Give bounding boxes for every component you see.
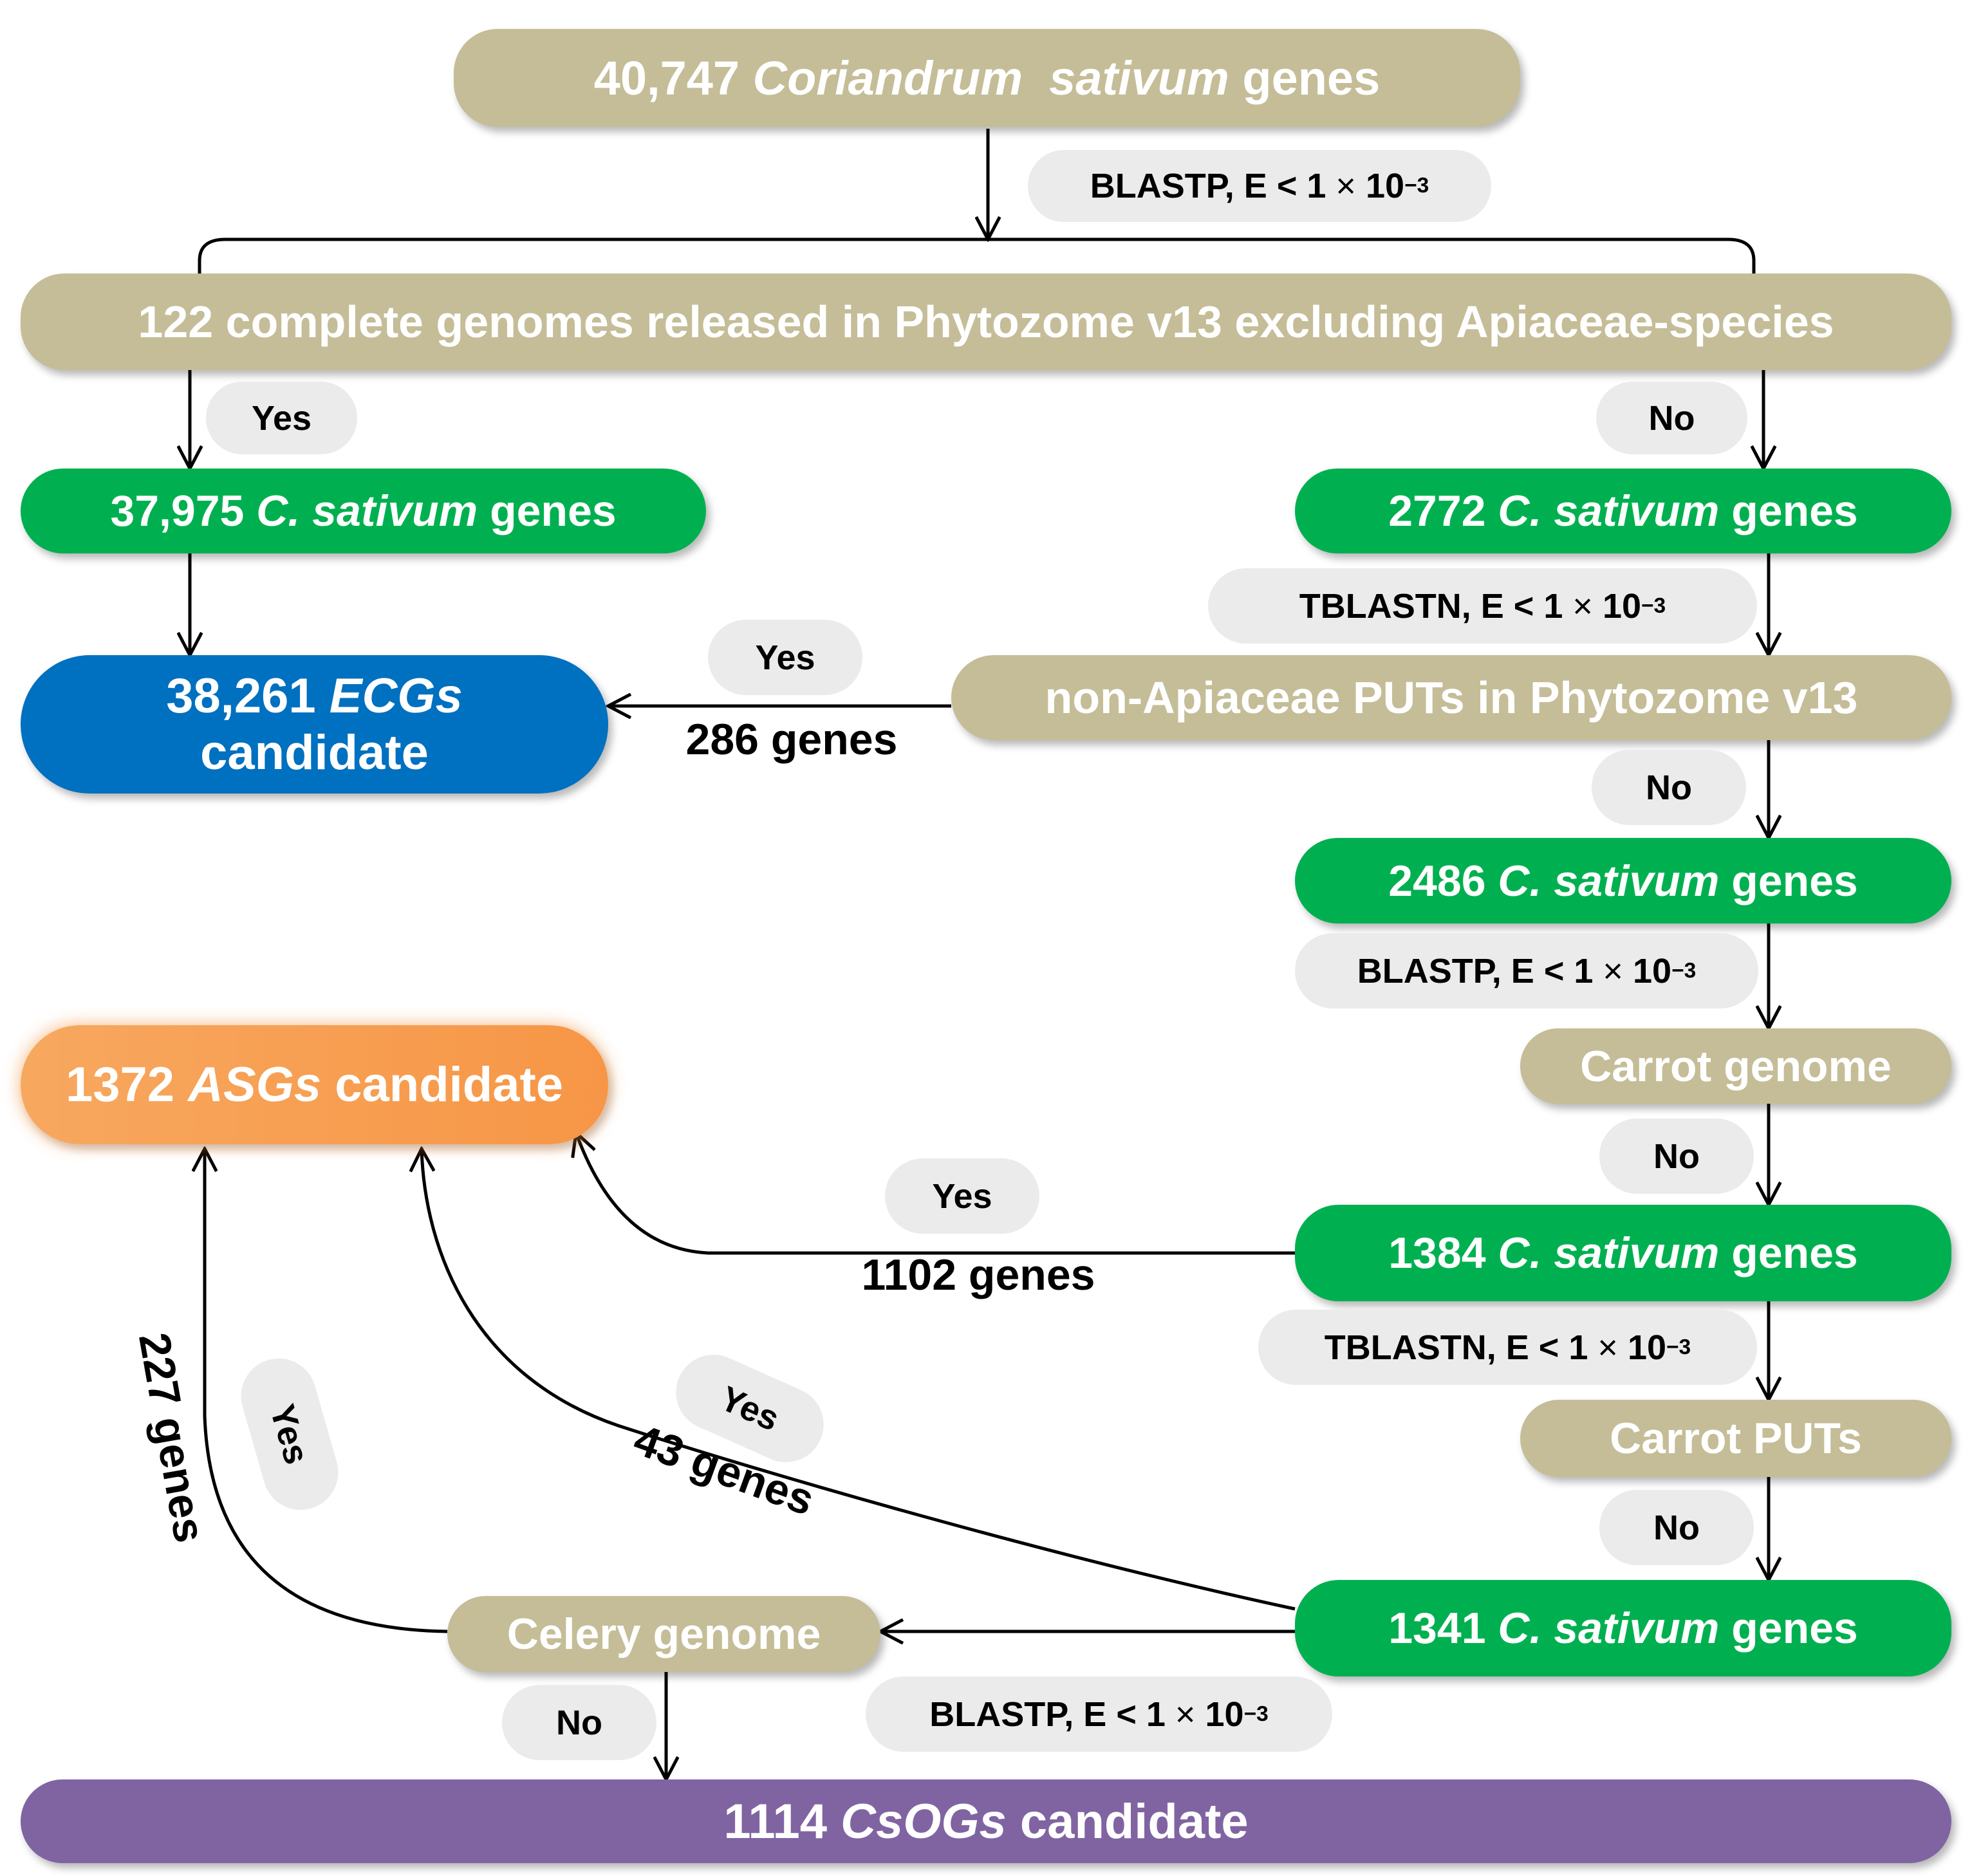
method-blastp-2-prefix: BLASTP, E < 1	[1357, 951, 1594, 990]
node-ecg-count: 38,261	[166, 669, 316, 724]
node-ecg-line1: 38,261 ECGs	[166, 668, 463, 724]
node-asg-candidate: 1372 ASGs candidate	[21, 1025, 608, 1144]
node-puts-label: non-Apiaceae PUTs in Phytozome v13	[1045, 673, 1858, 723]
node-ecg-candidate: 38,261 ECGs candidate	[21, 655, 608, 794]
node-2486-genes: 2486 C. sativum genes	[1295, 838, 1951, 924]
node-root-suffix: genes	[1242, 51, 1381, 105]
node-1341-count: 1341	[1388, 1604, 1486, 1653]
node-2772-count: 2772	[1388, 487, 1486, 535]
answer-no-phytozome: No	[1596, 382, 1747, 454]
node-1341-species: C. sativum	[1498, 1604, 1720, 1653]
node-csog-count: 1114	[723, 1794, 827, 1849]
node-37975-count: 37,975	[110, 487, 245, 535]
method-blastp-2-times: ×	[1603, 951, 1623, 990]
method-tblastn-1: TBLASTN, E < 1 × 10−3	[1208, 568, 1757, 644]
bracket-phytozome	[198, 237, 1756, 274]
node-37975-species: C. sativum	[256, 487, 478, 535]
answer-no-celery: No	[502, 1685, 656, 1760]
node-ecg-name: ECGs	[329, 669, 463, 724]
answer-no-carrot-puts: No	[1599, 1490, 1754, 1565]
method-blastp-1-base: 10	[1365, 167, 1405, 205]
node-carrot-genome: Carrot genome	[1520, 1028, 1951, 1104]
method-tblastn-2-exp: −3	[1666, 1335, 1691, 1359]
method-tblastn-1-prefix: TBLASTN, E < 1	[1299, 586, 1563, 626]
node-asg-suffix: candidate	[335, 1057, 564, 1112]
node-celery-genome: Celery genome	[447, 1596, 880, 1672]
method-blastp-1: BLASTP, E < 1 × 10−3	[1028, 150, 1491, 222]
node-2772-genes: 2772 C. sativum genes	[1295, 469, 1951, 553]
method-blastp-3-base: 10	[1205, 1695, 1244, 1734]
answer-yes-phytozome: Yes	[206, 382, 357, 454]
node-csog-suffix: candidate	[1019, 1794, 1249, 1849]
method-tblastn-2-base: 10	[1627, 1328, 1667, 1367]
method-tblastn-1-exp: −3	[1641, 593, 1666, 618]
node-37975-genes: 37,975 C. sativum genes	[21, 469, 706, 553]
node-nonapiaceae-puts: non-Apiaceae PUTs in Phytozome v13	[951, 655, 1951, 740]
node-root-count: 40,747	[593, 51, 740, 105]
method-blastp-3-times: ×	[1175, 1695, 1196, 1734]
method-blastp-3-prefix: BLASTP, E < 1	[929, 1695, 1166, 1734]
arrow-celery-to-asg	[205, 1149, 448, 1633]
node-asg-count: 1372	[65, 1057, 175, 1112]
node-phytozome-label: 122 complete genomes released in Phytozo…	[138, 297, 1834, 347]
node-1341-genes: 1341 C. sativum genes	[1295, 1580, 1951, 1676]
node-37975-suffix: genes	[490, 487, 617, 535]
node-root-genes: 40,747 Coriandrum sativum genes	[454, 29, 1520, 127]
node-csog-candidate: 1114 CsOGs candidate	[21, 1779, 1951, 1863]
node-1384-suffix: genes	[1731, 1229, 1858, 1277]
method-tblastn-1-times: ×	[1572, 586, 1593, 626]
method-blastp-2-exp: −3	[1671, 958, 1697, 983]
node-carrot-puts-label: Carrot PUTs	[1610, 1414, 1862, 1463]
node-carrot-puts: Carrot PUTs	[1520, 1400, 1951, 1477]
node-2486-count: 2486	[1388, 856, 1486, 905]
method-blastp-2: BLASTP, E < 1 × 10−3	[1295, 933, 1758, 1008]
answer-yes-carrot-genome: Yes	[885, 1158, 1039, 1234]
node-csog-name: CsOGs	[841, 1794, 1007, 1849]
node-1384-count: 1384	[1388, 1229, 1486, 1277]
node-2486-suffix: genes	[1731, 856, 1858, 905]
method-blastp-2-base: 10	[1632, 951, 1672, 990]
method-tblastn-2-times: ×	[1597, 1328, 1618, 1367]
method-blastp-1-prefix: BLASTP, E < 1	[1090, 167, 1326, 205]
node-asg-name: ASGs	[188, 1057, 322, 1112]
node-2772-suffix: genes	[1731, 487, 1858, 535]
node-root-species: Coriandrum sativum	[752, 51, 1229, 105]
node-carrot-genome-label: Carrot genome	[1580, 1041, 1892, 1091]
answer-yes-puts: Yes	[708, 620, 862, 695]
method-tblastn-1-base: 10	[1602, 586, 1642, 626]
node-1384-species: C. sativum	[1498, 1229, 1720, 1277]
node-2772-species: C. sativum	[1498, 487, 1720, 535]
method-tblastn-2: TBLASTN, E < 1 × 10−3	[1258, 1310, 1757, 1385]
arrow-1384-to-asg	[576, 1133, 1295, 1255]
node-1384-genes: 1384 C. sativum genes	[1295, 1205, 1951, 1301]
method-blastp-3: BLASTP, E < 1 × 10−3	[866, 1676, 1332, 1752]
arrow-1341-to-asg	[422, 1149, 1296, 1611]
node-ecg-suffix: candidate	[200, 725, 429, 780]
answer-no-puts: No	[1592, 750, 1746, 825]
method-tblastn-2-prefix: TBLASTN, E < 1	[1324, 1328, 1588, 1367]
node-celery-label: Celery genome	[507, 1610, 821, 1658]
method-blastp-1-times: ×	[1335, 167, 1356, 205]
method-blastp-3-exp: −3	[1243, 1702, 1269, 1726]
method-blastp-1-exp: −3	[1404, 174, 1429, 198]
node-2486-species: C. sativum	[1498, 856, 1720, 905]
node-1341-suffix: genes	[1731, 1604, 1858, 1653]
answer-no-carrot-genome: No	[1599, 1119, 1754, 1194]
node-phytozome-genomes: 122 complete genomes released in Phytozo…	[21, 274, 1951, 370]
count-286-genes: 286 genes	[685, 715, 898, 764]
count-1102-genes: 1102 genes	[861, 1250, 1095, 1299]
